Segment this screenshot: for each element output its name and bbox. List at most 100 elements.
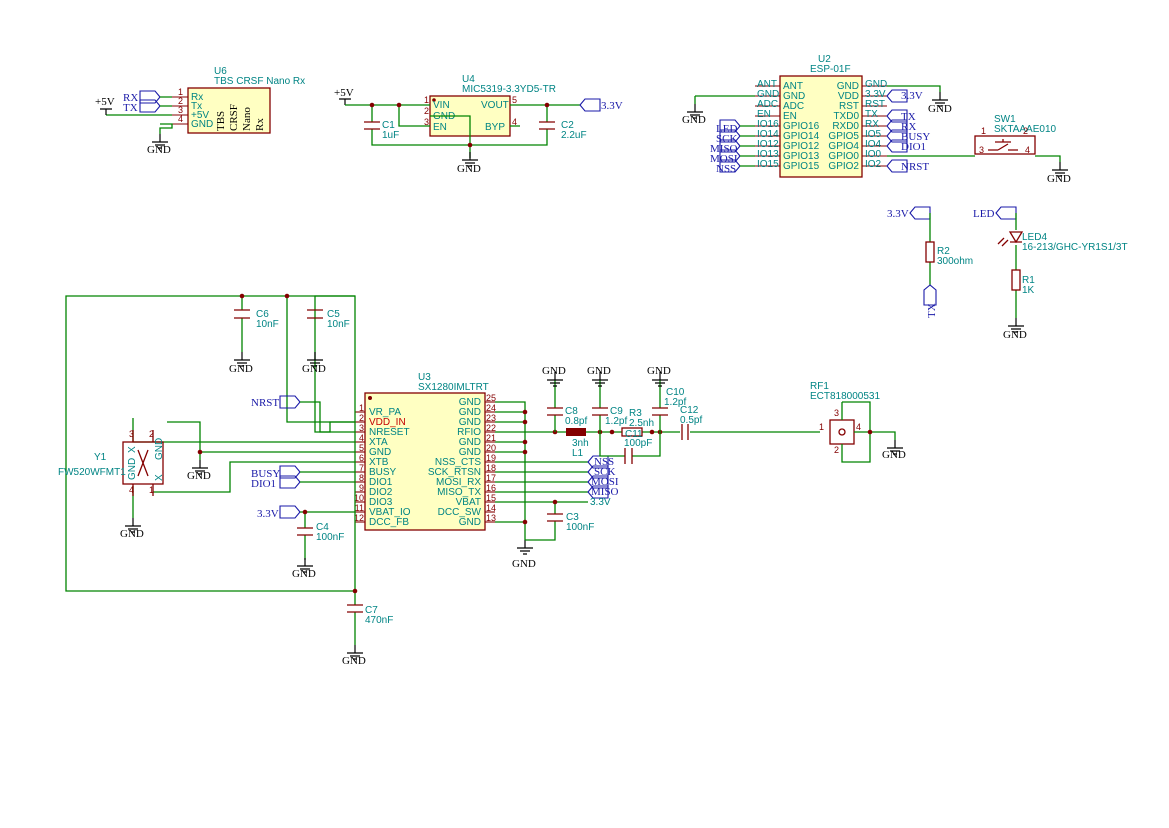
u2-left-pin-name-3: EN xyxy=(783,111,797,122)
u3-left-pin-name-3: XTA xyxy=(369,437,388,448)
u3-dio1-label: DIO1 xyxy=(251,478,276,490)
u3-left-pin-name-0: VR_PA xyxy=(369,407,401,418)
u2-left-pin-name-8: GPIO15 xyxy=(783,161,820,172)
u6-pin4-num: 4 xyxy=(178,114,183,124)
u2-left-pin-name-0: ANT xyxy=(783,81,803,92)
c9-gnd-label: GND xyxy=(587,365,611,377)
u3-right-pin-num-7: 18 xyxy=(486,463,496,473)
y1-ref: Y1 xyxy=(94,452,107,463)
u3-right-pin-num-4: 21 xyxy=(486,433,496,443)
u3-value: SX1280IMLTRT xyxy=(418,382,489,393)
u4-pin5-num: 5 xyxy=(512,95,517,105)
led4-value: 16-213/GHC-YR1S1/3T xyxy=(1022,242,1128,253)
u2-right-pin-name-4: RXD0 xyxy=(832,121,859,132)
led4-indicator[interactable]: LED LED4 16-213/GHC-YR1S1/3T R1 1K GND xyxy=(973,206,1128,341)
u3-nss-label: NSS xyxy=(594,456,614,468)
sw1-button[interactable]: SW1 SKTAAAE010 1 2 3 4 GND xyxy=(965,114,1071,185)
u2-nss-label: NSS xyxy=(716,163,736,175)
u2-right-pin-outer-5: IO5 xyxy=(865,129,882,140)
u6-pin1-num: 1 xyxy=(178,87,183,97)
u3-left-pin-num-6: 7 xyxy=(359,463,364,473)
u2-esp01f[interactable]: U2 ESP-01F ANTGNDADCENGPIO16GPIO14GPIO12… xyxy=(755,54,887,178)
y1-pin4: 4 xyxy=(129,485,134,495)
r2-value: 300ohm xyxy=(937,256,973,267)
u2-left-pin-outer-3: EN xyxy=(757,109,771,120)
u2-left-pin-outer-0: ANT xyxy=(757,79,777,90)
u3-left-pin-num-7: 8 xyxy=(359,473,364,483)
u3-sck-label: SCK xyxy=(594,466,615,478)
u3-left-pin-name-6: BUSY xyxy=(369,467,397,478)
u3-right-pin-name-8: MOSI_RX xyxy=(436,477,481,488)
u3-left-pin-name-7: DIO1 xyxy=(369,477,393,488)
sw1-pin1: 1 xyxy=(981,126,986,136)
sw1-pin3: 3 xyxy=(979,145,984,155)
u4-vin-name: VIN xyxy=(433,100,450,111)
u2-right-pin-outer-2: RST xyxy=(865,99,885,110)
sw1-ref: SW1 xyxy=(994,114,1016,125)
u3-left-pin-num-5: 6 xyxy=(359,453,364,463)
c7-gnd-label: GND xyxy=(342,655,366,667)
rf1-pin4: 4 xyxy=(856,422,861,432)
u2-left-pin-name-7: GPIO13 xyxy=(783,151,820,162)
c6-value: 10nF xyxy=(256,319,279,330)
u3-right-wiring: GND C3 100nF NSS SCK MOSI MISO 3.3V 3nh … xyxy=(495,365,820,570)
y1-crystal[interactable]: Y1 FW520WFMT1 3 2 4 1 X GND GND X xyxy=(58,429,165,496)
r2-tx-label: TX xyxy=(926,303,938,318)
u2-left-pin-outer-2: ADC xyxy=(757,99,778,110)
u2-right-pin-name-2: RST xyxy=(839,101,859,112)
u3-left-pin-name-1: VDD_IN xyxy=(369,417,406,428)
u2-left-pin-outer-5: IO14 xyxy=(757,129,779,140)
u6-body-line-4: Rx xyxy=(254,118,266,131)
u3-right-pin-name-9: MISO_TX xyxy=(437,487,481,498)
u6-tbs-crsf-receiver[interactable]: U6 TBS CRSF Nano Rx TBS CRSF Nano Rx 1 2… xyxy=(172,66,305,134)
u4-pin2-num: 2 xyxy=(424,106,429,116)
u4-en-name: EN xyxy=(433,122,447,133)
u2-right-pin-outer-6: IO4 xyxy=(865,139,882,150)
u2-value: ESP-01F xyxy=(810,64,851,75)
u3-nrst-label: NRST xyxy=(251,397,279,409)
u3-right-pin-name-1: GND xyxy=(459,407,481,418)
u2-nrst-label: NRST xyxy=(901,161,929,173)
u3-left-pin-name-4: GND xyxy=(369,447,391,458)
u2-ref: U2 xyxy=(818,54,831,65)
u6-body-line-3: Nano xyxy=(241,107,253,131)
sw1-pin2: 2 xyxy=(1023,126,1028,136)
c3-value: 100nF xyxy=(566,522,594,533)
c1-value: 1uF xyxy=(382,130,399,141)
l1-value: 3nh xyxy=(572,438,589,449)
u2-rx-label: RX xyxy=(901,121,916,133)
c6-ref: C6 xyxy=(256,309,269,320)
u3-sx1280[interactable]: U3 SX1280IMLTRT VR_PA1VDD_IN2NRESET3XTA4… xyxy=(354,372,496,531)
u3-left-pin-num-2: 3 xyxy=(359,423,364,433)
u4-pin3-num: 3 xyxy=(424,117,429,127)
u2-right-pin-outer-4: RX xyxy=(865,119,879,130)
r2-resistor[interactable]: 3.3V R2 300ohm TX xyxy=(887,206,973,318)
u3-left-pin-num-8: 9 xyxy=(359,483,364,493)
c9-ref: C9 xyxy=(610,406,623,417)
u4-regulator[interactable]: U4 MIC5319-3.3YD5-TR VIN GND EN VOUT BYP… xyxy=(424,74,556,137)
u3-33v-right-label: 3.3V xyxy=(590,497,611,508)
u2-left-pin-outer-1: GND xyxy=(757,89,779,100)
u3-right-pin-num-6: 19 xyxy=(486,453,496,463)
c12-value: 0.5pf xyxy=(680,415,702,426)
u4-pin4-num: 4 xyxy=(512,117,517,127)
u3-left-pin-name-9: DIO3 xyxy=(369,497,393,508)
y1-value: FW520WFMT1 xyxy=(58,467,126,478)
u2-sck-label: SCK xyxy=(716,133,737,145)
c10-gnd-label: GND xyxy=(647,365,671,377)
sw1-pin4: 4 xyxy=(1025,145,1030,155)
c10-value: 1.2pf xyxy=(664,397,686,408)
c5-gnd-label: GND xyxy=(302,363,326,375)
c4-gnd-label: GND xyxy=(292,568,316,580)
u2-gnd-label-right: GND xyxy=(928,103,952,115)
u2-left-pin-outer-7: IO13 xyxy=(757,149,779,160)
u3-right-pin-name-12: GND xyxy=(459,517,481,528)
c5-value: 10nF xyxy=(327,319,350,330)
rf1-antenna[interactable]: RF1 ECT818000531 GND 1 2 3 4 xyxy=(810,381,906,463)
u3-left-pin-name-2: NRESET xyxy=(369,427,410,438)
u3-mosi-label: MOSI xyxy=(591,476,619,488)
rf1-pin1: 1 xyxy=(819,422,824,432)
u2-mosi-label: MOSI xyxy=(710,153,738,165)
u4-gnd-label: GND xyxy=(457,163,481,175)
u3-right-pin-num-1: 24 xyxy=(486,403,496,413)
